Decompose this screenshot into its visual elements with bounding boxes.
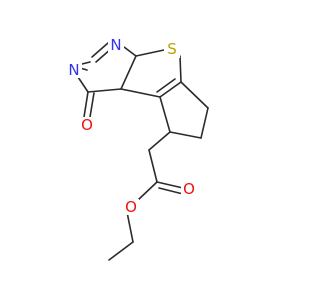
bond-c8-c7 bbox=[200, 107, 209, 139]
atom-n3: N bbox=[68, 61, 79, 79]
bond-c4-c4a bbox=[87, 88, 122, 93]
bond-c7-c5 bbox=[169, 131, 202, 139]
bond-c4a-c9a bbox=[120, 55, 137, 90]
atom-o-keto: O bbox=[81, 116, 93, 134]
bond-c8a-c4b-double bbox=[156, 78, 176, 93]
bond-ch2-carbonyl bbox=[148, 149, 158, 183]
atom-o-ether: O bbox=[125, 198, 137, 216]
atom-n1: N bbox=[110, 36, 121, 54]
bond-carbonyl-o-double bbox=[158, 187, 184, 195]
bond-c8a-c4b bbox=[159, 81, 182, 98]
bond-o-ether-ch2 bbox=[126, 211, 134, 243]
atom-o-carbonyl: O bbox=[183, 180, 195, 198]
bond-s-c8a bbox=[179, 55, 182, 83]
bond-c4-o-keto-double bbox=[89, 92, 95, 118]
bond-c5-ch2 bbox=[148, 131, 171, 151]
atom-s: S bbox=[167, 40, 177, 58]
bond-c8a-c8 bbox=[180, 81, 209, 109]
bond-carbonyl-o bbox=[156, 181, 184, 189]
molecule-structure: N N S O O O bbox=[68, 36, 209, 261]
bond-c9a-n1 bbox=[123, 46, 137, 57]
bond-carbonyl-o-ether bbox=[137, 181, 158, 201]
bond-c5-c4b bbox=[159, 96, 171, 133]
bond-c4-o-keto bbox=[83, 91, 89, 118]
bond-n1-c2-double bbox=[91, 42, 109, 58]
bond-c4b-c4a bbox=[120, 88, 161, 98]
bond-c9a-s bbox=[135, 49, 165, 57]
bond-ch2-ch3 bbox=[108, 241, 134, 261]
